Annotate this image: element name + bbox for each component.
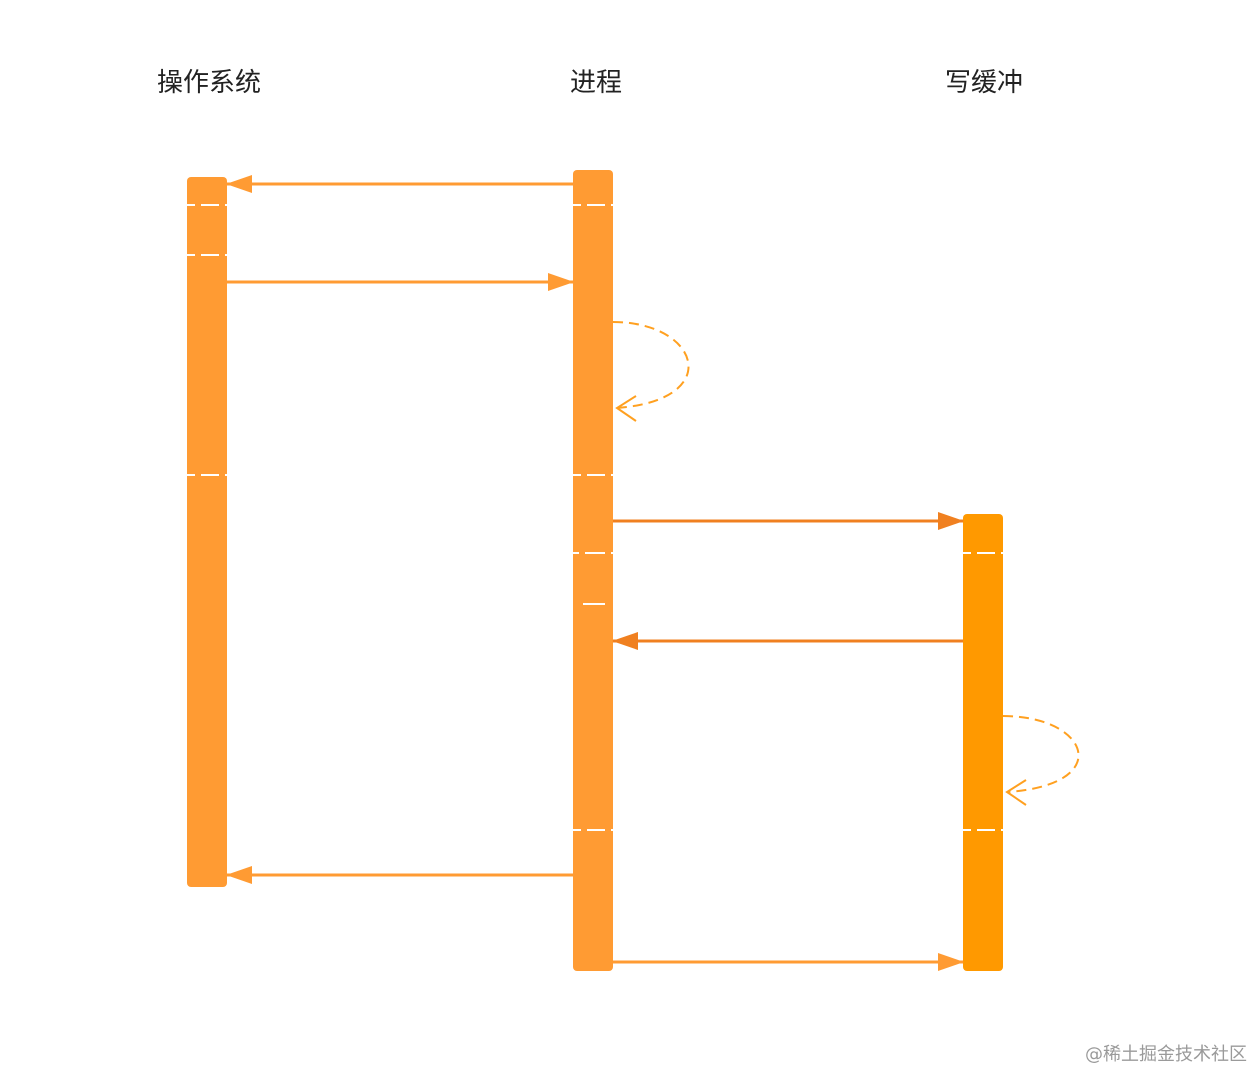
lane-title-process: 进程 xyxy=(569,68,623,98)
lifeline-bar-process xyxy=(573,170,613,971)
self-loop-process-arrowhead xyxy=(615,395,637,422)
bar-dividers xyxy=(187,204,1003,831)
lifeline-bar-os xyxy=(187,177,227,887)
watermark: @稀土掘金技术社区 xyxy=(1085,1044,1247,1065)
lane-title-os: 操作系统 xyxy=(156,68,262,98)
self-loop-write-buffer-arrowhead xyxy=(1005,779,1027,806)
self-loop-process xyxy=(612,321,690,409)
lifeline-bar-write-buffer xyxy=(963,514,1003,971)
self-loop-write-buffer xyxy=(1002,715,1080,793)
lane-title-write-buffer: 写缓冲 xyxy=(944,68,1024,98)
